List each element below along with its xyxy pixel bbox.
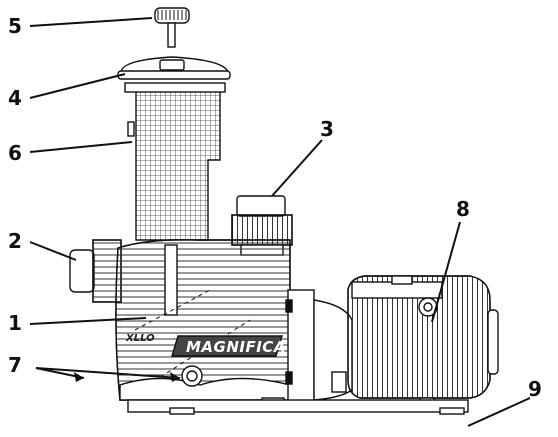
callout-6: 6 xyxy=(8,141,22,165)
leader-4 xyxy=(29,73,126,99)
inlet-union xyxy=(69,239,122,303)
motor xyxy=(347,275,499,411)
callout-2: 2 xyxy=(8,229,22,253)
arrowhead-7a xyxy=(74,372,84,382)
callout-1: 1 xyxy=(8,311,22,335)
leader-3 xyxy=(271,139,323,197)
leader-2 xyxy=(29,241,77,261)
brand-label: MAGNIFICA xyxy=(186,338,286,356)
strainer-lid xyxy=(117,56,231,80)
pump-body xyxy=(115,238,291,401)
sub-brand-label: XLLO xyxy=(125,333,155,344)
leader-8 xyxy=(431,221,461,323)
callout-5: 5 xyxy=(8,14,22,38)
leader-1 xyxy=(29,317,147,325)
leader-9 xyxy=(467,397,531,427)
callout-4: 4 xyxy=(8,86,22,110)
callout-8: 8 xyxy=(456,197,470,221)
arrowhead-7b xyxy=(170,372,180,382)
cover-knob xyxy=(154,7,190,48)
leader-7b xyxy=(35,367,181,379)
base-plate xyxy=(127,399,469,415)
strainer-basket xyxy=(124,82,226,241)
brand-badge: MAGNIFICA XLLO xyxy=(125,333,286,357)
callout-3: 3 xyxy=(320,117,334,141)
leader-5 xyxy=(29,17,153,27)
leader-6 xyxy=(29,141,133,153)
callout-7: 7 xyxy=(8,353,22,377)
callout-9: 9 xyxy=(528,377,542,401)
